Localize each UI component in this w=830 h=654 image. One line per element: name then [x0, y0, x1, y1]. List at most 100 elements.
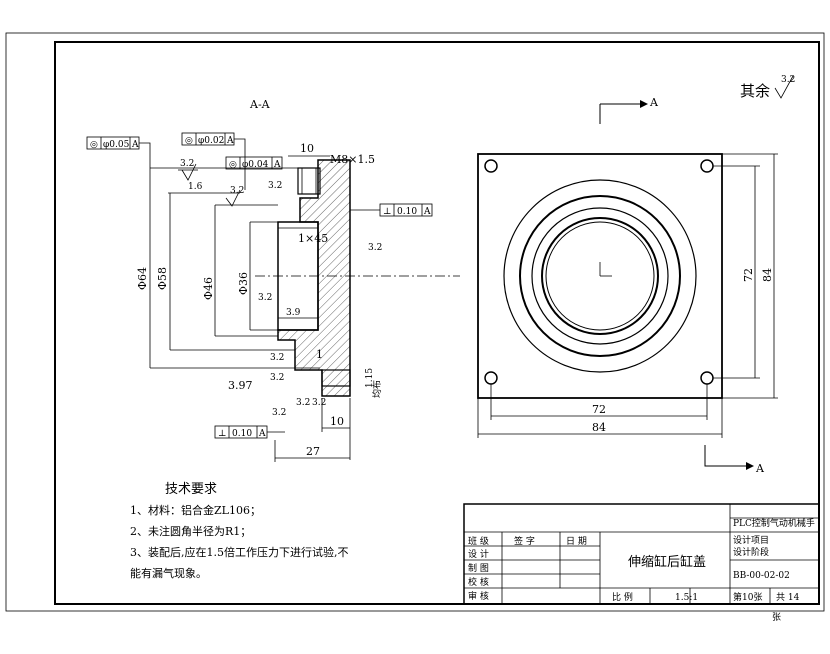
title-total: 共 14	[776, 592, 800, 603]
section-view: ◎ φ0.05 A ◎ φ0.02 A ◎ φ0.04 A ⊥ 0.10 A	[86, 132, 460, 462]
svg-text:φ0.05: φ0.05	[103, 140, 130, 150]
dim-dia-2: Φ58	[156, 267, 169, 290]
dim-dia-4: Φ36	[237, 272, 250, 295]
section-marker-bottom-label: A	[755, 462, 765, 475]
section-marker-top	[599, 103, 640, 124]
threaded-port	[297, 167, 321, 195]
bottom-port	[321, 369, 351, 387]
bolt-hole	[484, 371, 498, 385]
tolerance-frame: ◎ φ0.02 A	[181, 132, 235, 146]
note-line: 能有漏气现象。	[130, 566, 207, 580]
svg-text:◎: ◎	[90, 140, 98, 150]
title-row: 设 计	[468, 548, 489, 560]
svg-text:0.10: 0.10	[232, 429, 252, 439]
tolerance-frame: ⊥ 0.10 A	[214, 425, 285, 439]
dim-plan-v-inner: 72	[742, 268, 755, 282]
svg-text:⊥: ⊥	[383, 207, 391, 217]
section-label: A-A	[249, 98, 271, 111]
dim-chamfer: 1×45	[298, 232, 328, 245]
svg-text:0.10: 0.10	[397, 207, 417, 217]
plan-circle-4	[541, 217, 659, 335]
plan-outer-square	[477, 153, 723, 399]
general-roughness-prefix: 其余	[740, 82, 770, 100]
title-design-stage: 设计阶段	[733, 546, 769, 558]
dim-plan-v-outer: 84	[761, 268, 774, 282]
note-line: 1、材料：铝合金ZL106；	[130, 503, 261, 517]
title-scale: 1.5:1	[675, 593, 698, 603]
bolt-hole	[700, 371, 714, 385]
roughness-value: 3.2	[180, 159, 194, 169]
roughness-value: 1.6	[188, 182, 203, 192]
dim-groove-depth: 3.97	[228, 379, 253, 392]
svg-text:A: A	[226, 136, 234, 146]
title-row: 班 级	[468, 535, 489, 547]
dim-plan-inner: 72	[592, 403, 606, 416]
title-design-project: 设计项目	[733, 534, 769, 546]
section-body-hatch	[277, 159, 351, 397]
inner-frame	[54, 41, 820, 605]
svg-text:◎: ◎	[185, 136, 193, 146]
svg-text:A: A	[273, 160, 281, 170]
dim-total-width: 27	[306, 445, 320, 458]
roughness-value: 3.2	[272, 408, 286, 418]
bolt-hole	[700, 159, 714, 173]
plan-view: A A 72 84 72 84	[477, 96, 778, 475]
technical-notes: 技术要求 1、材料：铝合金ZL106； 2、未注圆角半径为R1； 3、装配后,应…	[130, 482, 348, 580]
svg-text:A: A	[131, 140, 139, 150]
svg-text:A: A	[423, 207, 431, 217]
plan-circle-5	[545, 221, 655, 331]
svg-text:φ0.02: φ0.02	[198, 136, 224, 146]
plan-circle-3	[531, 207, 669, 345]
roughness-value: 3.2	[268, 181, 282, 191]
note-line: 3、装配后,应在1.5倍工作压力下进行试验,不	[130, 545, 348, 559]
title-sheet: 第10张	[733, 591, 762, 603]
roughness-value: 3.2	[296, 398, 310, 408]
title-col-sign: 签 字	[514, 535, 535, 547]
outer-frame	[5, 32, 825, 612]
dim-port: 1.15	[365, 368, 375, 388]
plan-circle-outer	[503, 179, 697, 373]
section-marker-top-label: A	[649, 96, 659, 109]
title-project: PLC控制气动机械手	[733, 517, 815, 529]
section-marker-bottom	[704, 445, 746, 467]
notes-heading: 技术要求	[165, 482, 217, 497]
svg-text:◎: ◎	[229, 160, 237, 170]
general-roughness-value: 3.2	[781, 75, 795, 85]
dim-dia-outer: Φ64	[136, 267, 149, 290]
title-total-unit: 张	[772, 612, 781, 623]
roughness-value: 3.2	[368, 243, 382, 253]
dim-step: 3.9	[286, 308, 301, 318]
tolerance-frame: ◎ φ0.05 A	[86, 136, 140, 150]
title-col-date: 日 期	[566, 536, 587, 547]
tolerance-frame: ◎ φ0.04 A	[225, 156, 283, 170]
dim-thread: M8×1.5	[330, 153, 375, 166]
roughness-value: 3.2	[312, 398, 326, 408]
title-scale-label: 比 例	[612, 591, 633, 603]
roughness-symbol	[774, 75, 794, 99]
dim-groove: 1	[316, 348, 323, 361]
roughness-value: 3.2	[258, 293, 272, 303]
title-drawing-no: BB-00-02-02	[733, 571, 790, 581]
title-row: 校 核	[468, 576, 489, 588]
section-body-outline	[277, 221, 319, 331]
dim-bottom-width: 10	[330, 415, 344, 428]
roughness-value: 3.2	[270, 353, 284, 363]
svg-text:A: A	[258, 429, 266, 439]
title-row: 制 图	[468, 562, 489, 574]
plan-circle-2	[519, 195, 681, 357]
dim-top-width: 10	[300, 142, 314, 155]
roughness-value: 3.2	[270, 373, 284, 383]
svg-text:φ0.04: φ0.04	[242, 160, 269, 170]
title-part-name: 伸缩缸后缸盖	[628, 554, 706, 570]
title-row: 审 核	[468, 590, 489, 602]
note-line: 2、未注圆角半径为R1；	[130, 524, 251, 538]
title-block: PLC控制气动机械手 签 字 日 期 班 级 设 计 制 图 校 核 审 核 伸…	[463, 503, 820, 623]
roughness-value: 3.2	[230, 186, 244, 196]
tolerance-frame: ⊥ 0.10 A	[350, 203, 433, 217]
dim-dia-3: Φ46	[202, 277, 215, 300]
bolt-hole	[484, 159, 498, 173]
dim-port-2: 均布	[371, 380, 383, 398]
svg-text:⊥: ⊥	[218, 429, 226, 439]
dim-plan-outer: 84	[592, 421, 606, 434]
